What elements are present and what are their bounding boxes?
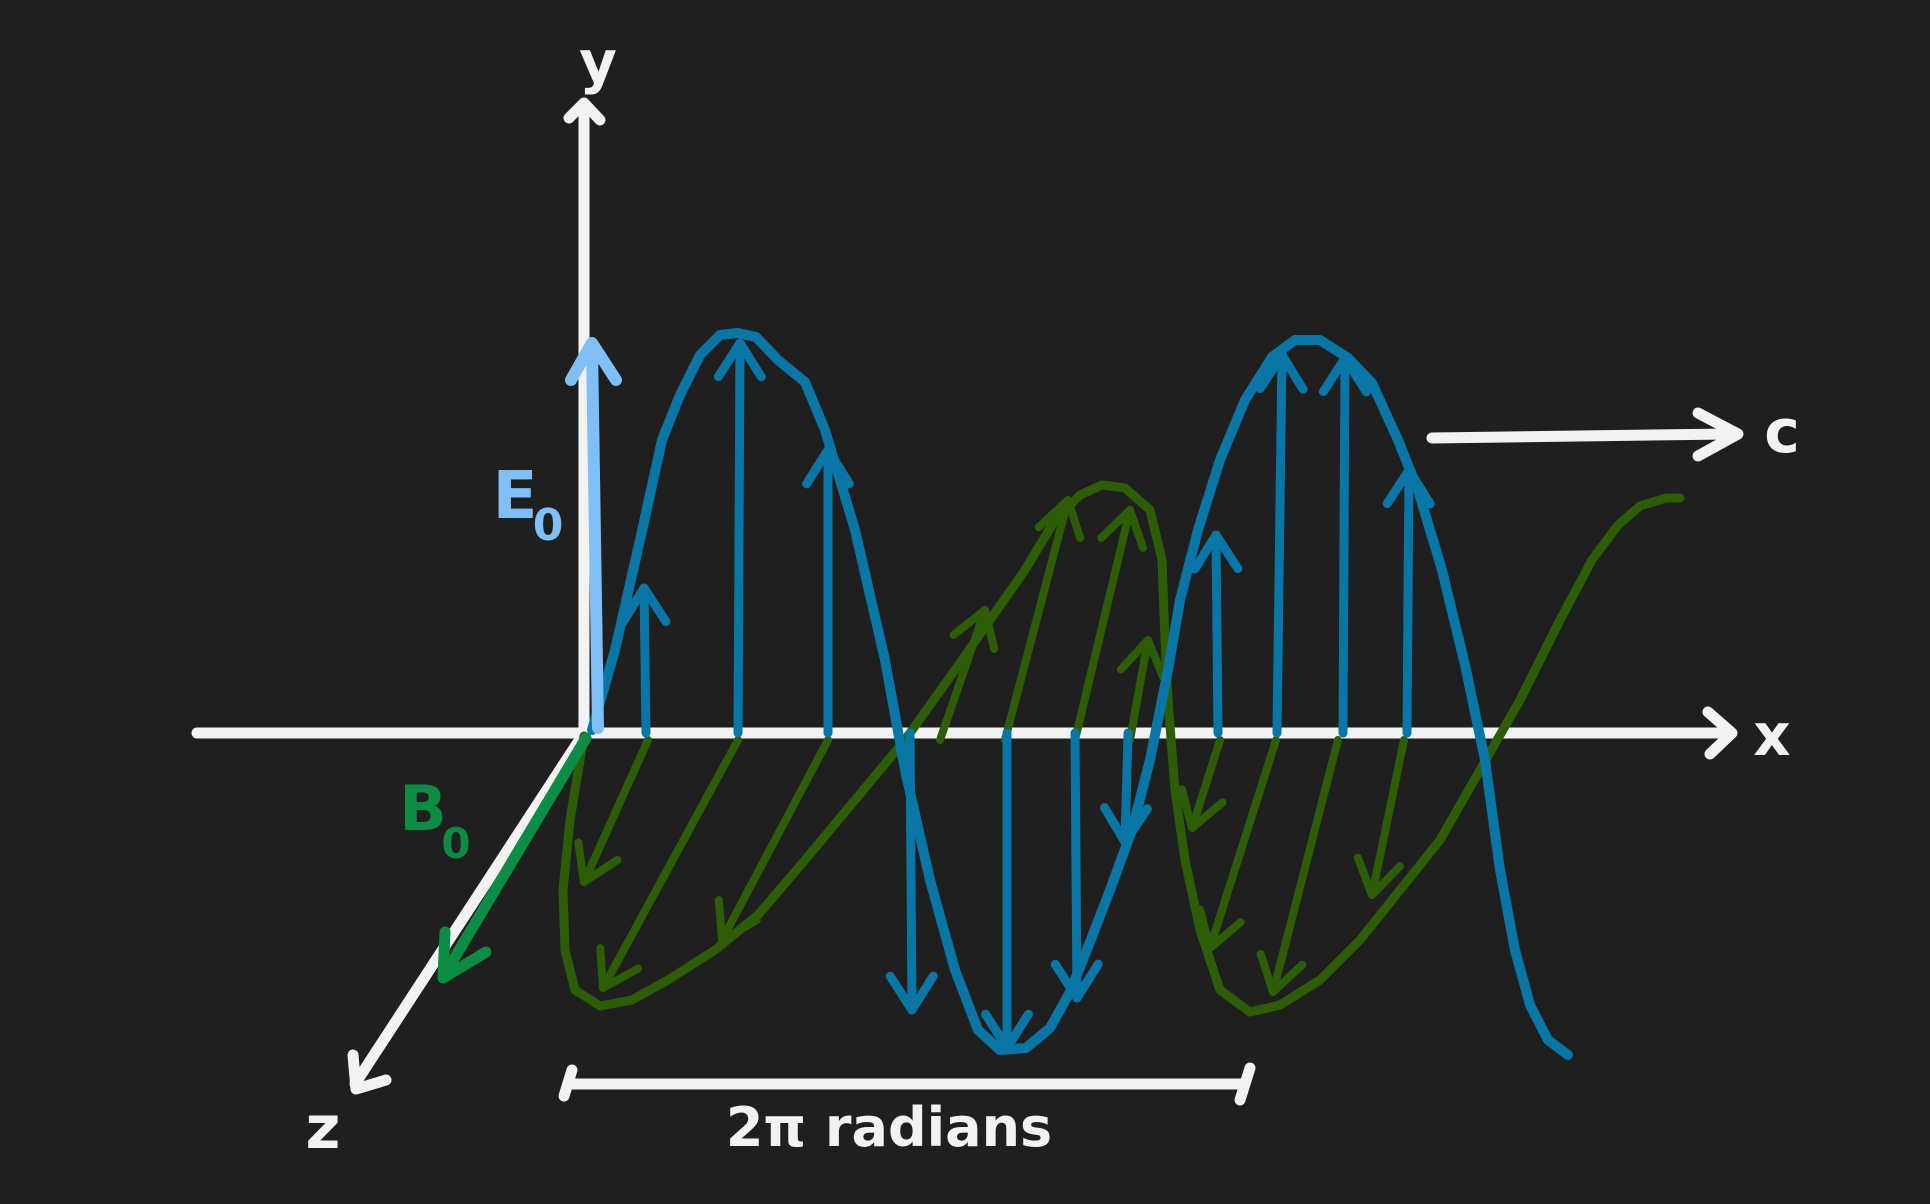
b-field-arrow-11-head xyxy=(1353,853,1404,899)
wavelength-bracket-right-tick xyxy=(1234,1062,1256,1106)
electric-field-wave xyxy=(587,328,1573,1060)
e-field-arrow-8-head xyxy=(1190,530,1243,574)
axes xyxy=(191,97,1744,1106)
e-field-arrow-1-head xyxy=(618,583,671,627)
electric-amplitude-arrow xyxy=(565,337,622,734)
b-field-arrow-8-shaft xyxy=(1188,736,1224,832)
e-field-arrow-8 xyxy=(1190,530,1243,738)
b-field-arrow-6-head xyxy=(1097,506,1147,552)
e-field-arrow-9-shaft xyxy=(1272,350,1287,738)
b-field-subscript: 0 xyxy=(441,819,470,868)
b-field-arrow-5 xyxy=(1001,496,1085,744)
b-field-arrow-1-head xyxy=(574,838,622,886)
b-field-arrow-11 xyxy=(1353,736,1408,899)
magnetic-amplitude-shaft xyxy=(440,732,592,978)
z-axis-label: z xyxy=(306,1093,341,1163)
speed-arrow-line xyxy=(1426,428,1736,444)
magnetic-amplitude-arrow xyxy=(437,732,592,984)
b-field-arrow-7-head xyxy=(1116,636,1168,681)
e-field-arrow-6 xyxy=(1050,728,1103,1003)
b-field-arrow-5-head xyxy=(1034,496,1085,543)
x-axis-arrowhead xyxy=(1702,706,1738,760)
b-field-arrow-9-shaft xyxy=(1206,736,1280,952)
magnetic-field-arrows xyxy=(574,496,1408,996)
wavelength-label: 2π radians xyxy=(726,1096,1052,1159)
b-field-arrow-5-shaft xyxy=(1001,496,1072,744)
b-field-arrow-4-head xyxy=(949,606,999,653)
b-field-arrow-7-shaft xyxy=(1126,636,1152,744)
b-field-arrow-10 xyxy=(1256,736,1342,996)
electric-amplitude-shaft xyxy=(586,342,604,734)
e-field-arrow-6-shaft xyxy=(1070,728,1082,1003)
magnetic-amplitude-head xyxy=(437,926,492,984)
e-field-arrow-2 xyxy=(713,338,766,738)
b-field-arrow-10-shaft xyxy=(1269,736,1342,996)
b-field-arrow-2-head xyxy=(596,944,642,992)
e-field-arrow-2-shaft xyxy=(733,338,745,738)
e-field-arrow-10-shaft xyxy=(1338,353,1350,738)
y-axis-arrowhead xyxy=(563,97,606,126)
e-field-arrow-1-shaft xyxy=(639,583,651,738)
b-field-arrow-6 xyxy=(1071,506,1147,744)
electric-field-arrows xyxy=(618,338,1435,1053)
electric-amplitude-head xyxy=(565,337,622,386)
z-axis-arrowhead xyxy=(347,1049,392,1095)
b-field-arrow-1-shaft xyxy=(580,736,652,886)
e-field-subscript: 0 xyxy=(533,500,564,551)
b-field-arrow-8 xyxy=(1177,736,1227,832)
e-field-arrow-6-head xyxy=(1050,959,1103,1003)
b-field-arrow-7 xyxy=(1116,636,1168,744)
speed-arrow-head xyxy=(1692,407,1744,462)
wavelength-bracket-left-tick xyxy=(558,1064,578,1102)
e-field-arrow-2-head xyxy=(713,338,766,382)
e-field-arrow-7-shaft xyxy=(1120,728,1133,847)
e-field-arrow-8-shaft xyxy=(1211,530,1223,738)
b-field-arrow-2 xyxy=(596,736,742,992)
b-field-arrow-1 xyxy=(574,736,652,886)
e-field-label: E xyxy=(492,457,537,534)
b-field-arrow-8-head xyxy=(1177,785,1227,832)
speed-label: c xyxy=(1764,397,1800,467)
e-field-arrow-4-head xyxy=(885,971,938,1015)
b-field-arrow-10-head xyxy=(1256,949,1307,996)
x-axis-label: x xyxy=(1753,701,1790,769)
y-axis-label: y xyxy=(579,28,617,96)
z-axis-line xyxy=(349,727,590,1090)
b-field-arrow-6-shaft xyxy=(1071,506,1134,744)
b-field-arrow-11-shaft xyxy=(1368,736,1408,899)
e-field-arrow-1 xyxy=(618,583,671,738)
b-field-arrow-2-shaft xyxy=(599,736,742,992)
b-field-arrow-3-shaft xyxy=(718,736,832,944)
b-field-label: B xyxy=(399,772,446,845)
e-field-arrow-11-shaft xyxy=(1402,465,1414,738)
